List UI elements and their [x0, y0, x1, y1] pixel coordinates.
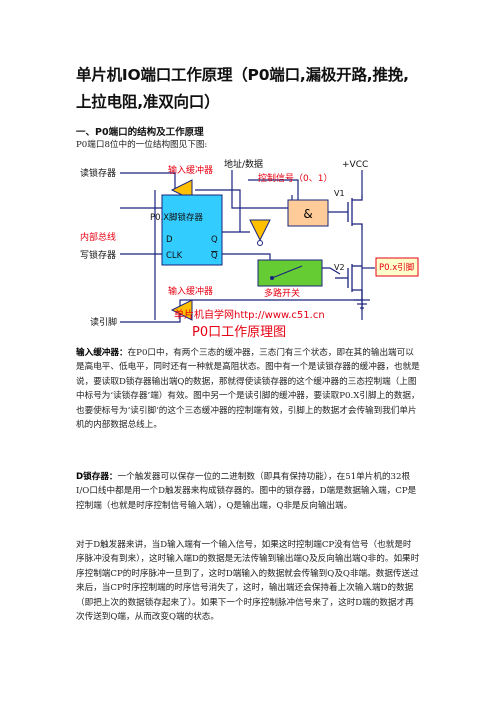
term-input-buffer: 输入缓冲器：	[76, 348, 128, 358]
label-input-buffer-bottom: 输入缓冲器	[168, 285, 213, 297]
body-input-buffer: 在P0口中，有两个三态的缓冲器，三态门有三个状态，即在其的输出端可以是高电平、低…	[76, 348, 420, 431]
label-vcc: +VCC	[342, 160, 368, 170]
paragraph-d-latch: D锁存器：一个触发器可以保存一位的二进制数（即具有保持功能），在51单片机的32…	[76, 470, 420, 513]
label-v2: V2	[334, 263, 345, 272]
label-pin: P0.x引脚	[379, 262, 414, 273]
inverter-bubble	[257, 240, 263, 246]
label-mux-switch: 多路开关	[264, 287, 300, 299]
label-control-signal: 控制信号（0、1）	[258, 172, 332, 184]
latch-clk-label: CLK	[166, 251, 183, 261]
mux-switch-lever	[271, 265, 303, 279]
latch-qbar-label: Q	[211, 251, 218, 261]
and-gate	[287, 199, 329, 227]
label-input-buffer-top: 输入缓冲器	[168, 164, 213, 176]
body-d-latch: 一个触发器可以保存一位的二进制数（即具有保持功能），在51单片机的32根I/O口…	[76, 472, 417, 511]
p0-port-diagram: & 读锁存器 输入缓冲器 地址/数据 +VCC 控制信号（0、1） V1 P0.…	[80, 158, 419, 340]
section-heading: 一、P0端口的结构及工作原理	[76, 127, 204, 138]
transistor-v1-icon	[347, 195, 363, 230]
label-internal-bus: 内部总线	[80, 231, 116, 243]
label-addr-data: 地址/数据	[224, 158, 263, 170]
latch-q-label: Q	[211, 235, 218, 245]
paragraph-input-buffer: 输入缓冲器：在P0口中，有两个三态的缓冲器，三态门有三个状态，即在其的输出端可以…	[76, 346, 420, 432]
label-read-pin: 读引脚	[90, 316, 117, 328]
watermark-text: 单片机自学网http://www.c51.cn	[174, 308, 325, 321]
mux-switch-box	[257, 259, 323, 287]
term-d-latch: D锁存器：	[76, 472, 118, 482]
input-buffer-bottom-icon	[170, 299, 193, 321]
label-read-latch: 读锁存器	[80, 167, 116, 179]
label-v1: V1	[334, 189, 345, 198]
document-title: 单片机IO端口工作原理（P0端口,漏极开路,推挽,上拉电阻,准双向口）	[76, 66, 409, 111]
and-gate-label: &	[303, 207, 312, 221]
inverter-icon	[249, 219, 271, 242]
latch-d-label: D	[166, 235, 173, 245]
d-latch-box	[161, 194, 223, 266]
intro-text: P0端口8位中的一位结构图见下图:	[76, 140, 208, 150]
paragraph-d-flipflop: 对于D触发器来讲，当D输入端有一个输入信号，如果这时控制端CP没有信号（也就是时…	[76, 540, 420, 623]
label-write-latch: 写锁存器	[80, 249, 116, 261]
pin-box	[375, 257, 419, 277]
diagram-caption: P0口工作原理图	[192, 325, 286, 340]
label-latch-title: P0.X脚锁存器	[150, 212, 204, 223]
mux-switch-pivot	[270, 276, 274, 280]
transistor-v2-icon	[335, 264, 363, 300]
